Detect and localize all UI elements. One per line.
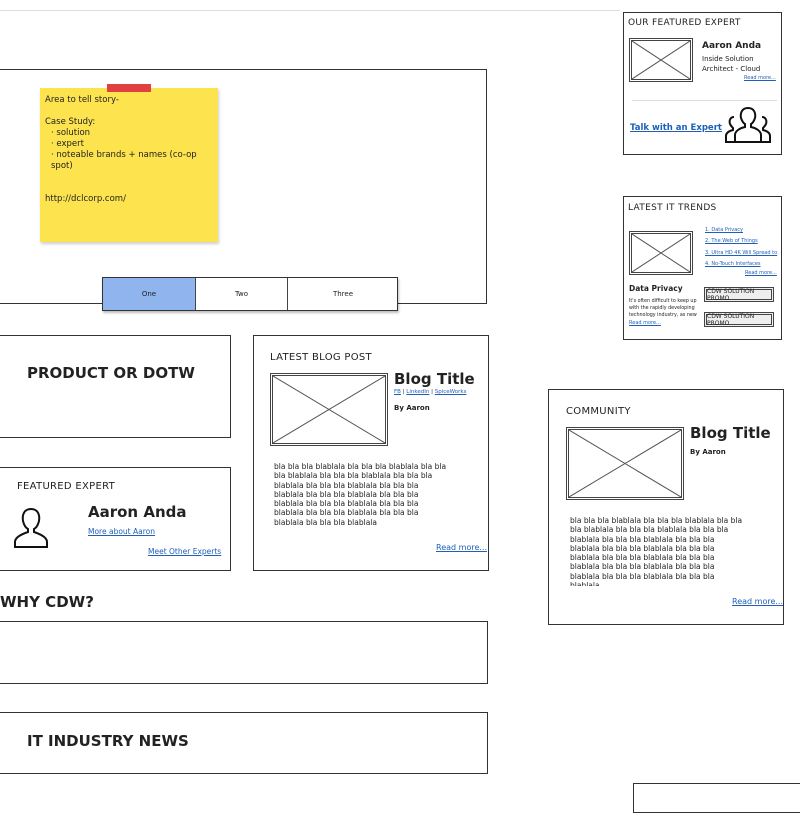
- spiceworks-link[interactable]: SpiceWorks: [434, 389, 467, 395]
- our-expert-heading: OUR FEATURED EXPERT: [628, 18, 741, 28]
- note-line: · solution: [51, 128, 91, 138]
- promo-button[interactable]: CDW SOLUTION PROMO: [704, 287, 774, 302]
- news-title: IT INDUSTRY NEWS: [27, 732, 189, 750]
- tab-three[interactable]: Three: [332, 290, 354, 298]
- why-title: WHY CDW?: [0, 593, 94, 611]
- talk-expert-link[interactable]: Talk with an Expert: [630, 123, 722, 133]
- image-placeholder: [629, 231, 693, 275]
- divider: [632, 100, 777, 101]
- note-line: Area to tell story-: [45, 95, 119, 105]
- person-icon: [14, 507, 48, 548]
- trend-item[interactable]: 2. The Web of Things: [705, 238, 758, 245]
- image-placeholder: [270, 373, 388, 446]
- featured-expert-heading: FEATURED EXPERT: [17, 481, 116, 492]
- top-divider: [0, 10, 620, 11]
- note-url: http://dclcorp.com/: [45, 194, 126, 204]
- linkedin-link[interactable]: LinkedIn: [406, 389, 430, 395]
- tab-two[interactable]: Two: [196, 278, 288, 310]
- blog-heading: LATEST BLOG POST: [270, 352, 372, 363]
- carousel-tabs: One Two Three: [102, 277, 398, 311]
- news-box: [0, 712, 488, 774]
- group-icon: [725, 106, 771, 143]
- share-links: FB | LinkedIn | SpiceWorks: [394, 389, 467, 395]
- image-placeholder: [629, 38, 693, 82]
- expert-name: Aaron Anda: [88, 503, 187, 521]
- trend-item[interactable]: 3. Ultra HD 4K Will Spread to: [705, 249, 778, 256]
- community-read-more[interactable]: Read more...: [732, 597, 783, 606]
- bottom-right-box: [633, 783, 800, 813]
- fb-link[interactable]: FB: [394, 389, 401, 395]
- our-expert-read-more[interactable]: Read more...: [744, 75, 776, 81]
- image-placeholder: [566, 427, 684, 500]
- community-title: Blog Title: [690, 424, 771, 442]
- note-line: · noteable brands + names (co-op spot): [51, 150, 197, 171]
- note-line: Case Study:: [45, 117, 96, 127]
- trend-feature-text: It's often difficult to keep up with the…: [629, 299, 697, 318]
- meet-experts-link[interactable]: Meet Other Experts: [148, 547, 222, 556]
- trends-list: 1. Data Privacy 2. The Web of Things 3. …: [705, 225, 777, 270]
- community-heading: COMMUNITY: [566, 406, 631, 417]
- product-box: [0, 335, 231, 438]
- trend-item[interactable]: 4. No-Touch Interfaces: [705, 260, 761, 267]
- sticky-note: Area to tell story- Case Study: · soluti…: [40, 88, 218, 242]
- product-title: PRODUCT OR DOTW: [27, 364, 195, 382]
- blog-body: bla bla bla blablala bla bla bla blablal…: [274, 462, 447, 527]
- promo-button[interactable]: CDW SOLUTION PROMO: [704, 312, 774, 327]
- blog-author: By Aaron: [394, 404, 430, 412]
- trend-item[interactable]: 1. Data Privacy: [705, 227, 743, 233]
- community-body: bla bla bla blablala bla bla bla blablal…: [570, 516, 743, 586]
- more-about-link[interactable]: More about Aaron: [88, 527, 155, 536]
- why-box: [0, 621, 488, 684]
- our-expert-role: Inside Solution Architect - Cloud: [702, 55, 761, 73]
- tape: [107, 84, 151, 92]
- note-line: · expert: [51, 139, 84, 149]
- trend-feature-title: Data Privacy: [629, 284, 683, 293]
- trends-read-more[interactable]: Read more...: [745, 270, 777, 276]
- our-expert-name: Aaron Anda: [702, 41, 762, 51]
- community-author: By Aaron: [690, 448, 726, 456]
- blog-title: Blog Title: [394, 370, 475, 388]
- trend-feature-more[interactable]: Read more...: [629, 320, 661, 326]
- tab-one[interactable]: One: [103, 278, 196, 310]
- blog-read-more[interactable]: Read more...: [436, 543, 487, 552]
- trends-heading: LATEST IT TRENDS: [628, 203, 717, 213]
